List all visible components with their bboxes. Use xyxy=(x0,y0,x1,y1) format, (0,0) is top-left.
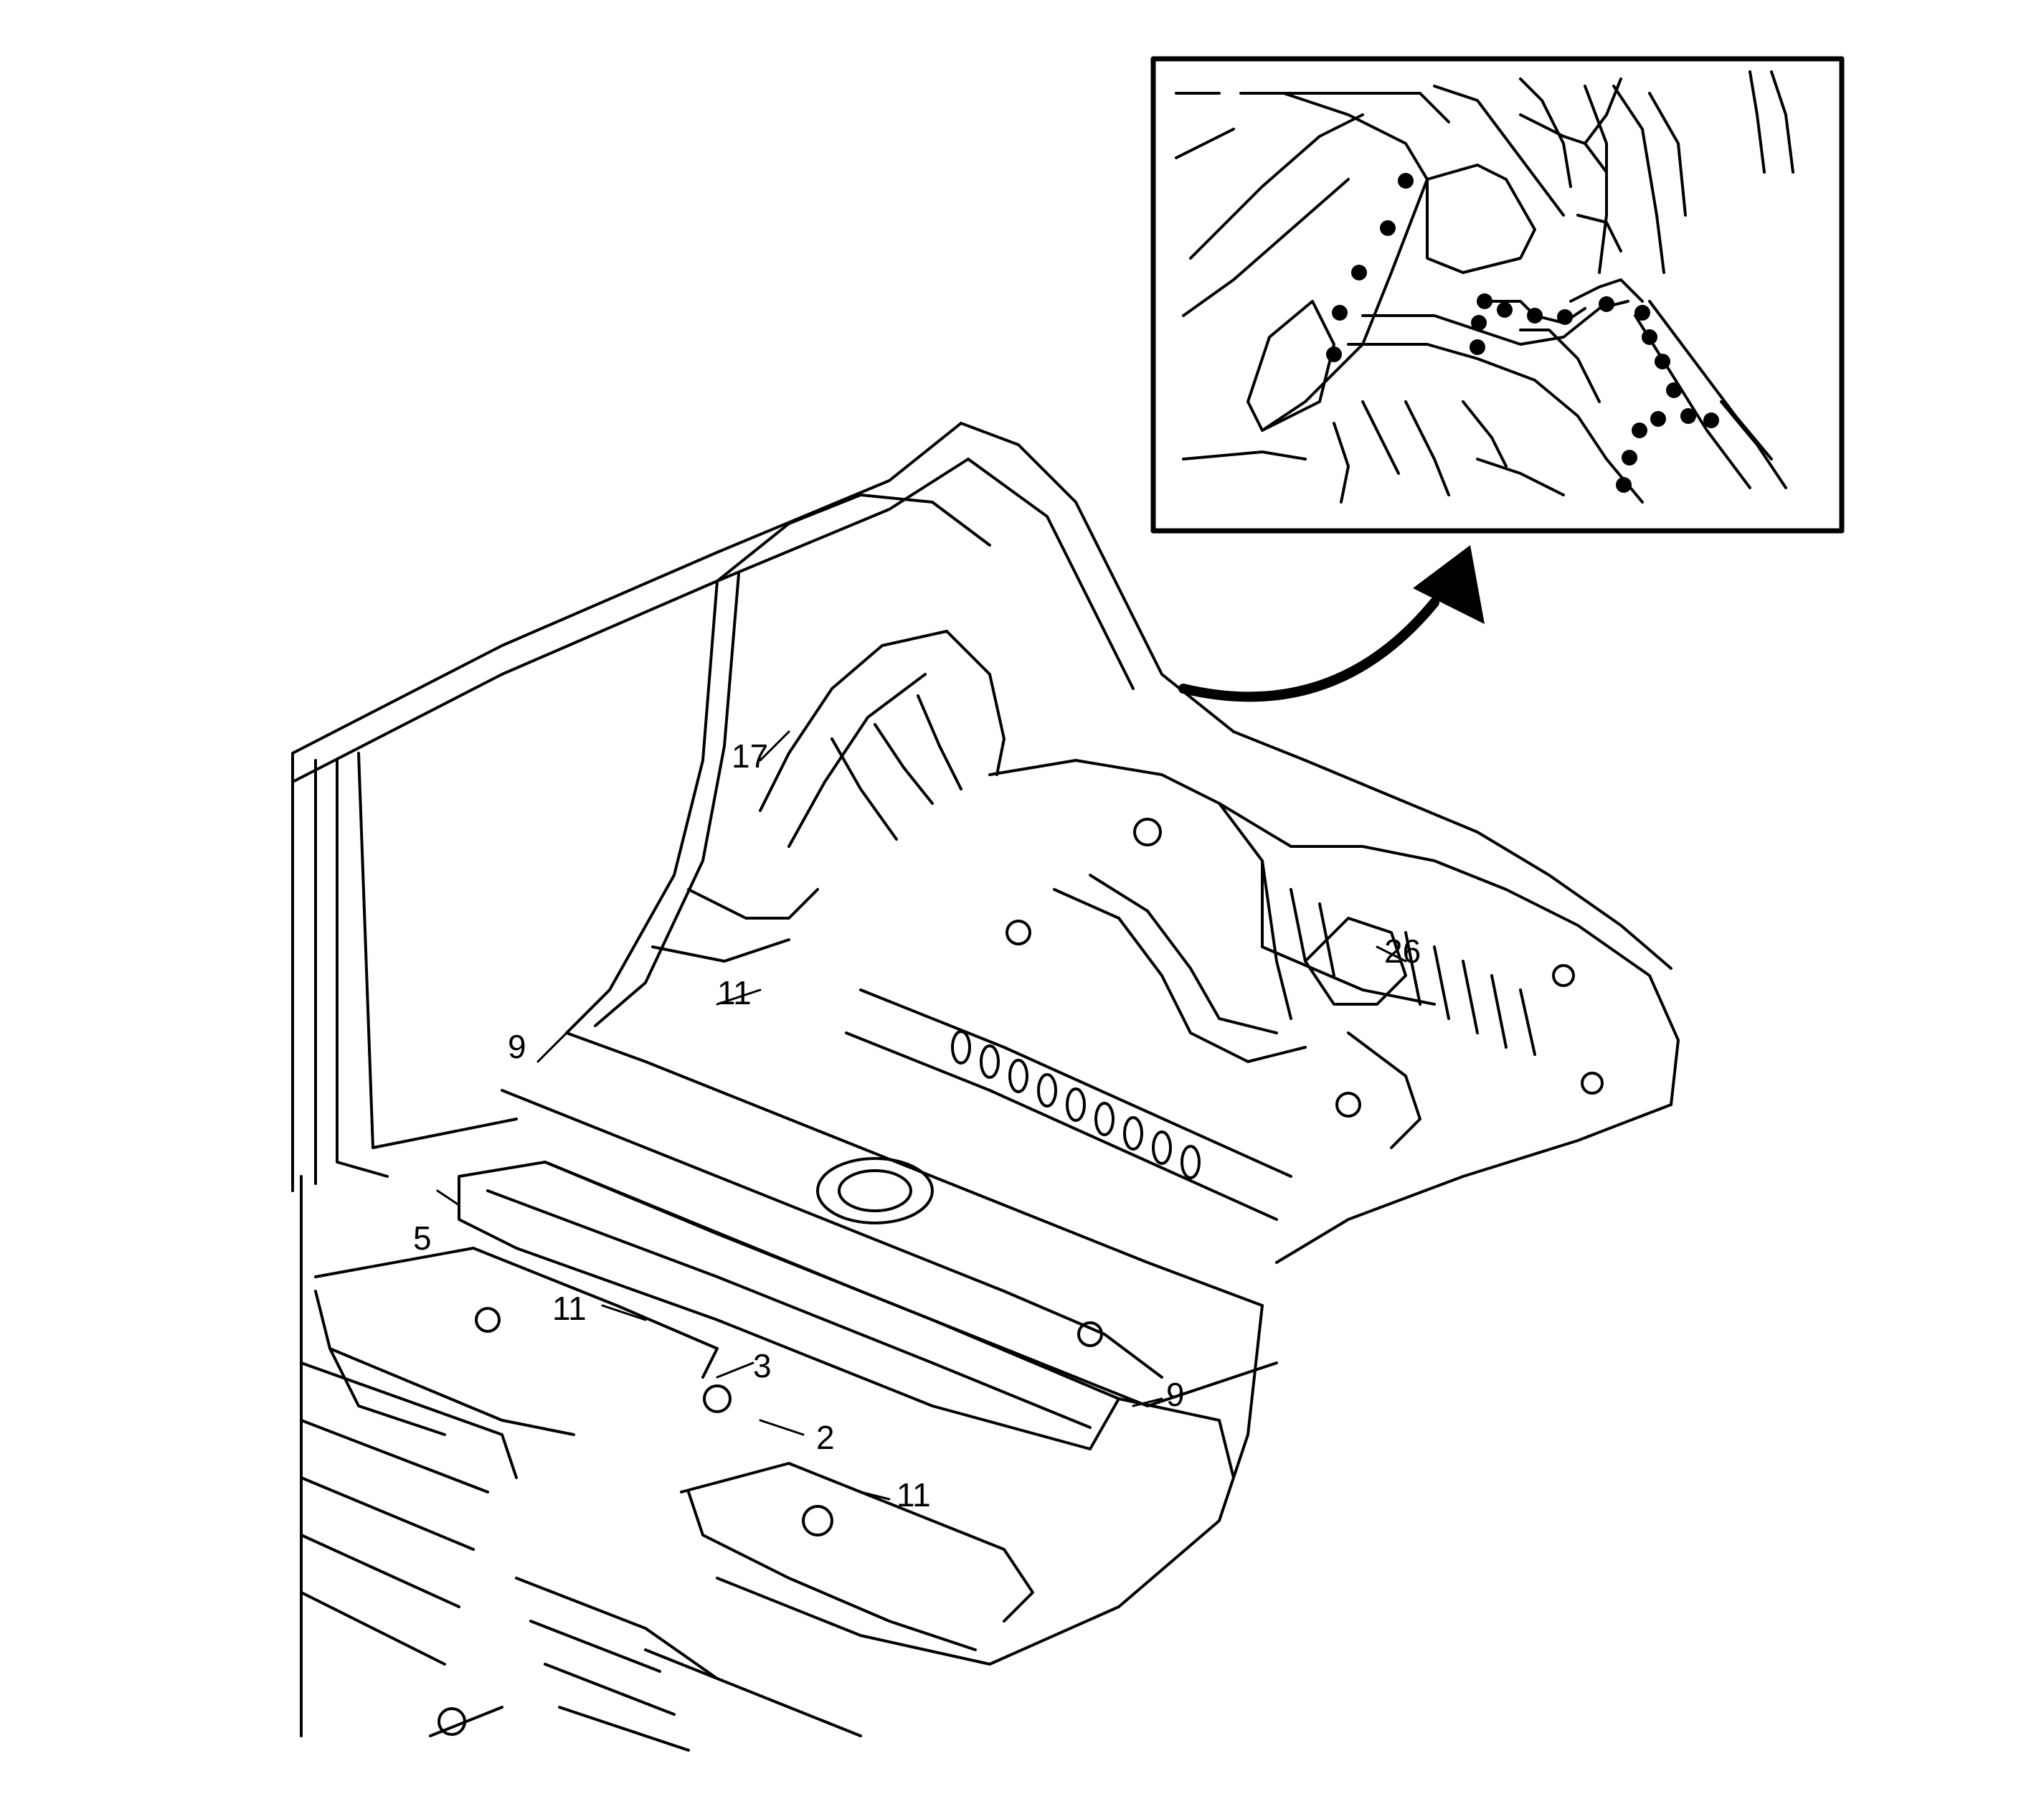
detail-arrow-icon xyxy=(1413,545,1485,624)
detail-inset-weld-points xyxy=(1326,173,1719,493)
detail-inset-linework xyxy=(1175,70,1794,504)
callout-label: 3 xyxy=(753,1347,772,1384)
callout-label: 9 xyxy=(1166,1376,1185,1413)
body-structure-linework xyxy=(291,422,1680,1752)
callout-label: 26 xyxy=(1384,933,1421,970)
detail-inset-frame xyxy=(1150,56,1845,534)
callout-label: 11 xyxy=(896,1476,931,1514)
callout-labels: 17 11 9 5 11 3 2 11 9 26 xyxy=(413,737,1421,1514)
callout-label: 5 xyxy=(413,1219,432,1257)
callout-label: 17 xyxy=(732,737,768,775)
callout-label: 9 xyxy=(508,1028,526,1065)
detail-arrow-shaft xyxy=(1178,598,1439,702)
callout-label: 2 xyxy=(816,1419,835,1456)
callout-leaders xyxy=(436,730,1407,1501)
callout-label: 11 xyxy=(552,1290,587,1327)
callout-label: 11 xyxy=(717,974,752,1011)
